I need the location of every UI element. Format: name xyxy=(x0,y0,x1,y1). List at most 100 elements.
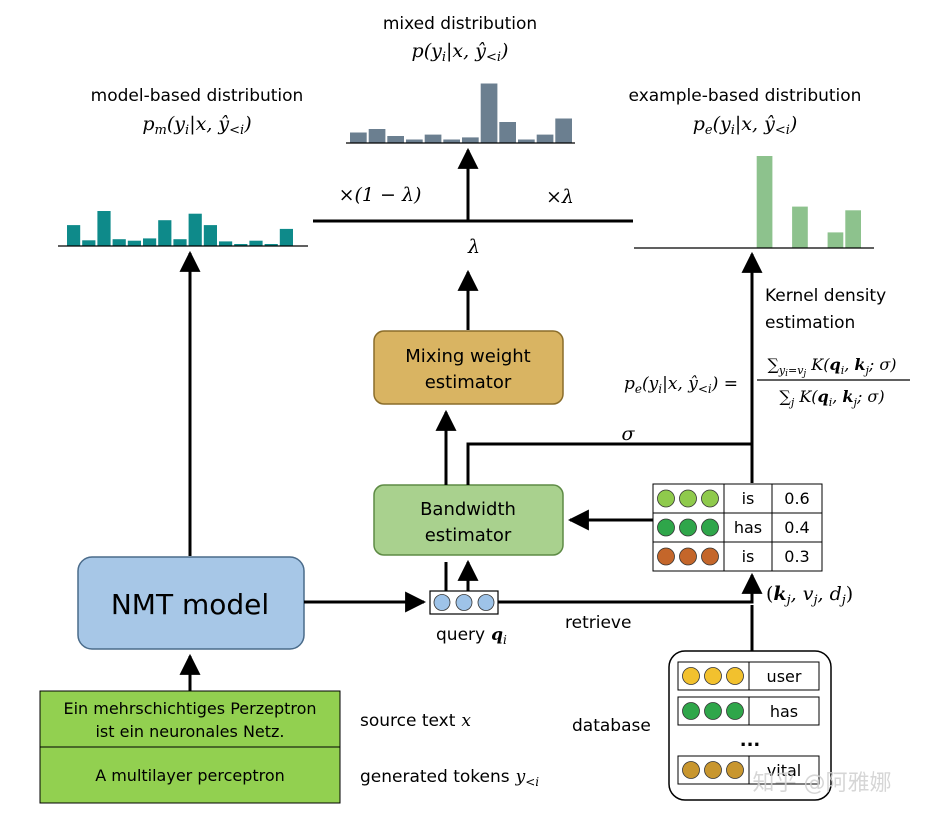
model-distribution-label: model-based distribution xyxy=(91,86,304,106)
key-vector-dot xyxy=(657,489,675,508)
source-text-box xyxy=(39,690,341,748)
bandwidth-estimator-line2: estimator xyxy=(425,525,512,546)
sigma-path xyxy=(466,442,752,485)
mixing-weight-estimator-box xyxy=(373,330,564,405)
key-vector-dot xyxy=(657,547,675,566)
histogram-bar xyxy=(424,134,442,143)
mixing-weight-estimator-line2: estimator xyxy=(425,372,512,393)
database-key-dot xyxy=(726,702,744,720)
generated-tokens-box xyxy=(39,746,341,804)
example-distribution-histogram xyxy=(756,156,861,248)
table-score-cell xyxy=(771,512,823,543)
histogram-bar xyxy=(219,241,233,246)
database-key-dot xyxy=(682,702,700,720)
database-key-dot xyxy=(682,761,700,779)
database-token: vital xyxy=(767,761,801,780)
table-score-cell xyxy=(771,541,823,572)
histogram-bar xyxy=(368,129,386,143)
query-vector-dot xyxy=(433,594,451,611)
histogram-bar xyxy=(112,239,126,246)
histogram-bar xyxy=(143,238,157,246)
key-vector-dot xyxy=(701,518,719,537)
database-key-dot xyxy=(726,667,744,685)
key-vector-dot xyxy=(679,547,697,566)
histogram-bar xyxy=(845,210,861,248)
histogram-bar xyxy=(203,225,217,246)
database-key-dot xyxy=(704,761,722,779)
key-vector-dot xyxy=(679,518,697,537)
histogram-bar xyxy=(406,139,423,143)
bandwidth-estimator-line1: Bandwidth xyxy=(420,499,516,520)
retrieved-neighbors-table: is 0.6 has 0.4 is 0.3 xyxy=(652,483,823,572)
database-key-dot xyxy=(704,667,722,685)
retrieve-label: retrieve xyxy=(565,613,631,633)
kde-formula-lhs: pe(yi|x, ŷ<i) = xyxy=(624,374,738,396)
kde-formula-denominator: ∑j K(qi, kj; σ) xyxy=(779,387,884,409)
histogram-bar xyxy=(827,232,844,248)
database-label: database xyxy=(572,716,651,736)
database-key-dot xyxy=(682,667,700,685)
table-token: has xyxy=(734,518,762,537)
database-key-dot xyxy=(704,702,722,720)
histogram-bar xyxy=(555,118,572,143)
database-ellipsis: ... xyxy=(740,730,761,751)
mixed-distribution-histogram xyxy=(350,83,572,143)
mixed-distribution-formula: p(yi|x, ŷ<i) xyxy=(412,40,509,65)
table-token-cell xyxy=(723,512,773,543)
histogram-bar xyxy=(67,225,81,246)
database-rows: user has vital xyxy=(677,661,820,785)
nmt-model-label: NMT model xyxy=(111,588,269,621)
key-vector-dot xyxy=(701,547,719,566)
query-vector-dots xyxy=(433,594,495,611)
database-token-cell xyxy=(748,696,820,726)
retrieve-path xyxy=(498,572,763,604)
table-score: 0.6 xyxy=(784,489,809,508)
histogram-bar xyxy=(480,83,498,143)
model-distribution-formula: pm(yi|x, ŷ<i) xyxy=(142,113,251,138)
kvd-label: (kj, vj, dj) xyxy=(766,583,853,608)
left-weight-label: ×(1 − λ) xyxy=(339,184,422,206)
table-token: is xyxy=(742,547,755,566)
histogram-bar xyxy=(173,239,187,246)
query-vector-dot xyxy=(477,594,495,611)
right-weight-label: ×λ xyxy=(546,186,574,208)
kde-label-line2: estimation xyxy=(765,313,855,333)
table-score: 0.3 xyxy=(784,547,809,566)
table-token-cell xyxy=(723,541,773,572)
model-distribution-histogram xyxy=(67,211,293,246)
histogram-bar xyxy=(756,156,773,248)
database-token: has xyxy=(770,702,798,721)
kde-formula-numerator: ∑yi=vj K(qi, kj; σ) xyxy=(767,355,896,379)
key-vector-dot xyxy=(679,489,697,508)
histogram-bar xyxy=(127,240,141,246)
table-token: is xyxy=(742,489,755,508)
histogram-bar xyxy=(350,132,367,143)
watermark-text: 知乎 @阿雅娜 xyxy=(753,771,892,796)
sigma-label: σ xyxy=(622,423,636,445)
histogram-bar xyxy=(536,134,554,143)
table-score: 0.4 xyxy=(784,518,809,537)
histogram-bar xyxy=(158,220,172,246)
key-vector-dot xyxy=(701,489,719,508)
histogram-bar xyxy=(518,139,535,143)
histogram-bar xyxy=(387,136,404,143)
source-text-line2: ist ein neuronales Netz. xyxy=(95,722,284,741)
histogram-bar xyxy=(249,240,263,246)
example-distribution-label: example-based distribution xyxy=(629,86,862,106)
histogram-bar xyxy=(264,244,278,246)
database-token-cell xyxy=(748,755,820,785)
mixed-distribution-label: mixed distribution xyxy=(383,14,537,34)
lambda-label: λ xyxy=(467,236,480,258)
source-text-line1: Ein mehrschichtiges Perzeptron xyxy=(63,699,316,718)
histogram-bar xyxy=(443,139,460,143)
database-token-cell xyxy=(748,661,820,691)
database-token: user xyxy=(767,667,802,686)
query-vector-dot xyxy=(455,594,473,611)
histogram-bar xyxy=(234,244,248,246)
histogram-bar xyxy=(279,228,293,246)
kde-label-line1: Kernel density xyxy=(765,286,886,306)
